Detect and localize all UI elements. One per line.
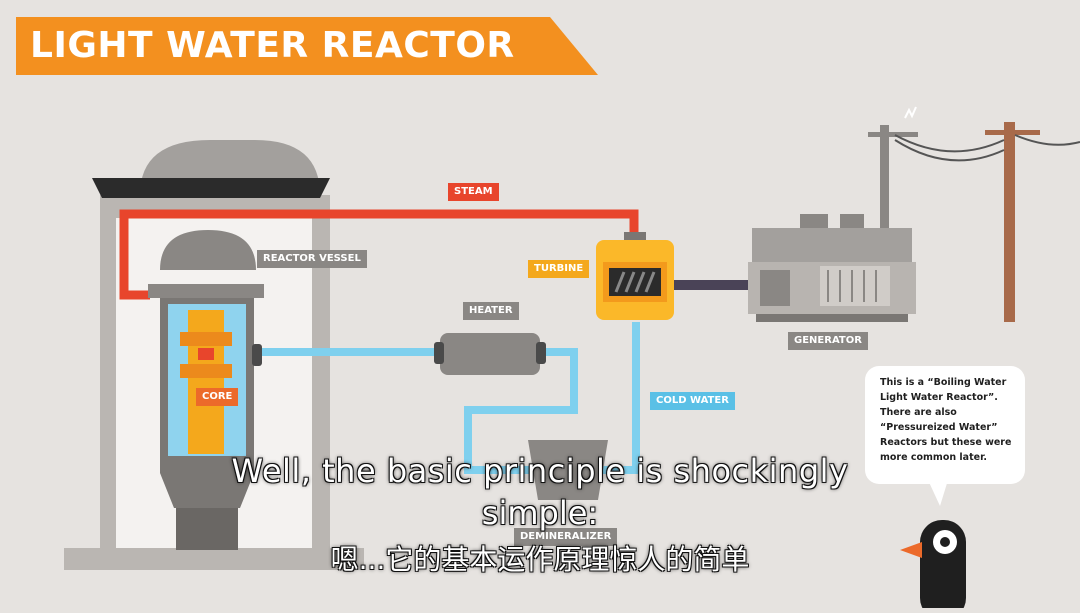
label-heater: HEATER [463, 302, 519, 320]
speech-bubble [865, 366, 1025, 484]
note-line: There are also [880, 407, 957, 418]
note-line: This is a “Boiling Water [880, 377, 1007, 388]
reactor-core [180, 310, 232, 454]
generator-unit [748, 214, 916, 322]
subtitle-chinese: 嗯...它的基本运作原理惊人的简单 [330, 543, 750, 576]
turbine-unit [596, 232, 674, 320]
label-core: CORE [196, 388, 239, 406]
narrator-character [900, 520, 966, 613]
label-turbine: TURBINE [528, 260, 590, 278]
demineralizer-unit [528, 440, 608, 500]
label-generator: GENERATOR [788, 332, 868, 350]
steam-pipe [119, 209, 639, 300]
label-demineralizer: DEMINERALIZER [514, 528, 618, 546]
label-steam: STEAM [448, 183, 499, 201]
reactor-vessel [148, 230, 264, 550]
note-line: Reactors but these were [880, 437, 1012, 448]
page-title: LIGHT WATER REACTOR [30, 25, 515, 66]
note-line: Light Water Reactor”. [880, 392, 998, 403]
subtitle-english-line-2: simple: [481, 494, 599, 532]
title-banner-shape [16, 17, 598, 75]
speech-bubble-text: This is a “Boiling Water Light Water Rea… [880, 375, 1020, 465]
note-line: “Pressureized Water” [880, 422, 998, 433]
label-cold-water: COLD WATER [650, 392, 735, 410]
heater-unit [434, 333, 546, 375]
subtitle-english-line-1: Well, the basic principle is shockingly [231, 452, 849, 490]
turbine-shaft [672, 280, 754, 290]
power-line-poles [868, 106, 1080, 322]
speech-bubble-tail [928, 480, 948, 506]
water-pipes [262, 322, 640, 474]
label-reactor-vessel: REACTOR VESSEL [257, 250, 367, 268]
note-line: more common later. [880, 452, 988, 463]
